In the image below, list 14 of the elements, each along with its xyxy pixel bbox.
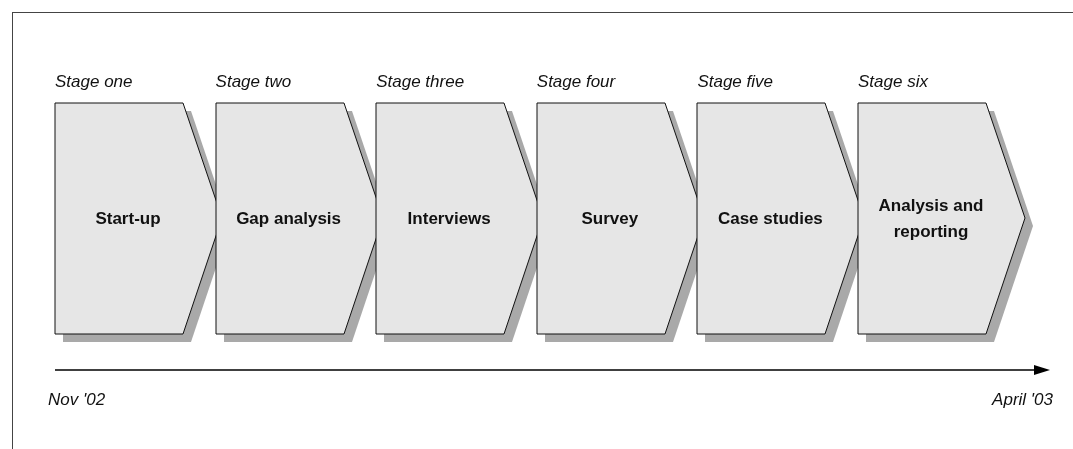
stage-heading: Stage six (858, 72, 928, 92)
stage-label: Start-up (95, 207, 161, 230)
stage-label: Gap analysis (236, 207, 342, 230)
stage-label: Survey (581, 207, 639, 230)
stage-label: Interviews (407, 207, 491, 230)
stage-label: Case studies (717, 207, 823, 230)
stage-label: Analysis and reporting (877, 195, 985, 243)
date-label: April '03 (992, 390, 1053, 410)
stage-heading: Stage three (376, 72, 465, 92)
date-label: Nov '02 (48, 390, 106, 410)
stage-heading: Stage two (215, 72, 292, 92)
stage-heading: Stage five (697, 72, 773, 92)
stage-heading: Stage one (55, 72, 133, 92)
stage-heading: Stage four (536, 72, 616, 92)
